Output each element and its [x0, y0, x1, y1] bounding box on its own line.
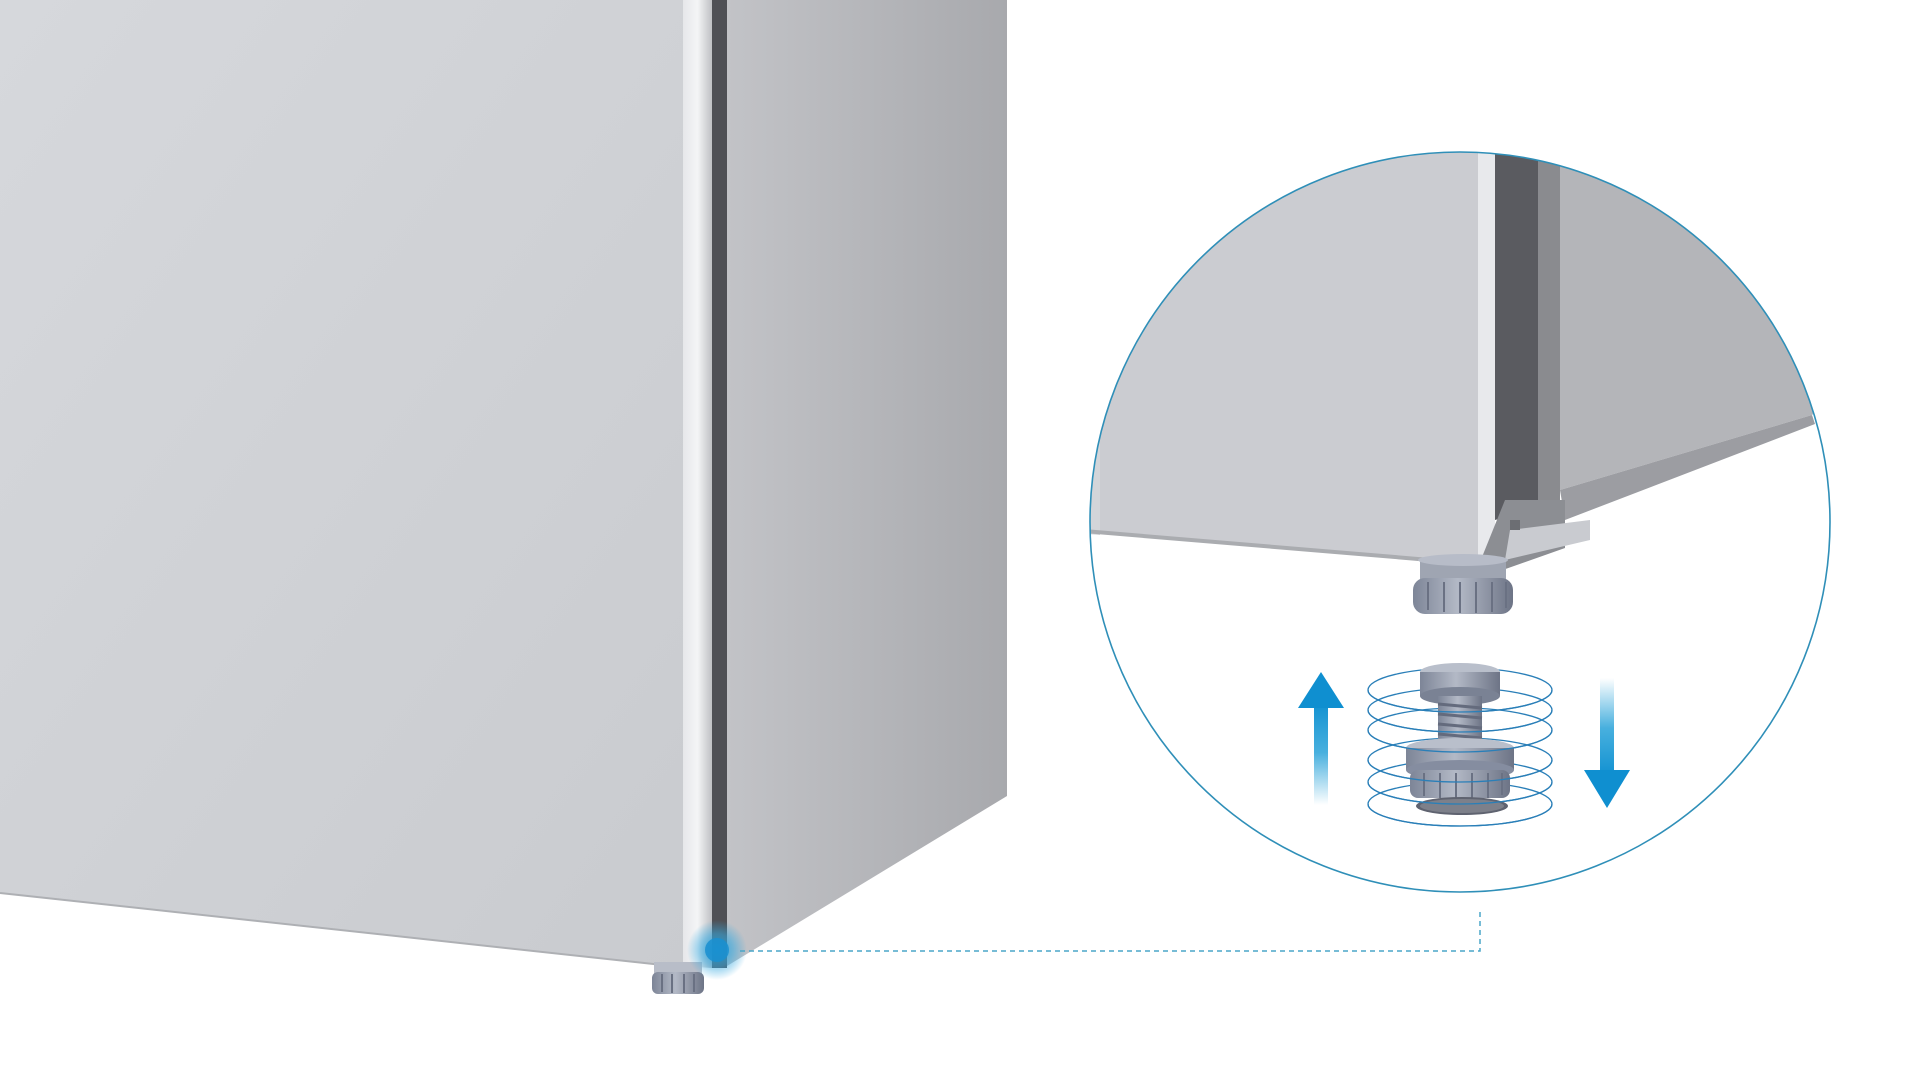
cabinet — [0, 0, 1007, 994]
cabinet-front-panel — [0, 0, 690, 968]
zoom-leveling-foot — [1413, 554, 1513, 614]
adjustable-foot-part — [1406, 663, 1514, 815]
zoom-circle-border — [1089, 151, 1831, 893]
callout-line — [740, 908, 1481, 952]
door-gap — [712, 0, 727, 968]
rotation-rings-front — [1367, 689, 1553, 827]
leveling-foot — [652, 962, 704, 994]
door-edge — [683, 0, 712, 968]
arrow-down-icon — [1584, 678, 1630, 808]
zoom-cabinet-side — [1560, 152, 1830, 490]
arrow-up-icon — [1298, 672, 1344, 805]
cabinet-side-panel — [727, 0, 1007, 966]
zoom-detail-view — [1089, 151, 1831, 893]
